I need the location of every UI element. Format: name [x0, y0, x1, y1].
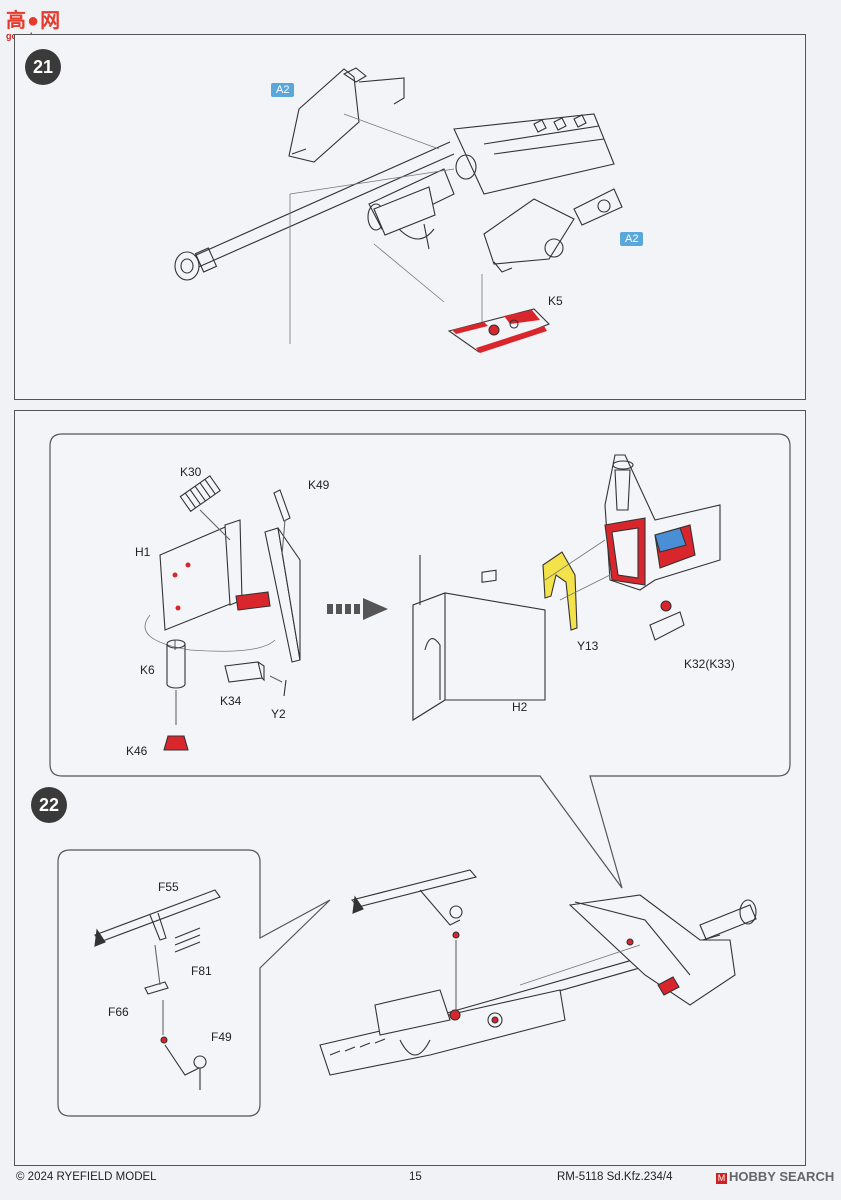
part-label-y2: Y2: [271, 707, 286, 721]
part-label-f49: F49: [211, 1030, 232, 1044]
part-label-f81: F81: [191, 964, 212, 978]
watermark-title: 高●网: [6, 10, 62, 32]
step-21-badge: 21: [25, 49, 61, 85]
part-label-h1: H1: [135, 545, 151, 559]
part-label-f66: F66: [108, 1005, 129, 1019]
part-label-k30: K30: [180, 465, 202, 479]
callout-a2-right: A2: [620, 232, 644, 246]
part-label-k49: K49: [308, 478, 330, 492]
part-label-k46: K46: [126, 744, 148, 758]
part-label-k6: K6: [140, 663, 155, 677]
hobby-search-logo-icon: M: [716, 1173, 727, 1184]
footer-product-code: RM-5118 Sd.Kfz.234/4: [557, 1171, 673, 1183]
part-label-f55: F55: [158, 880, 179, 894]
callout-a2-left: A2: [271, 83, 295, 97]
part-label-k32: K32(K33): [684, 657, 735, 671]
footer-copyright: © 2024 RYEFIELD MODEL: [16, 1171, 157, 1183]
hobby-search-text: HOBBY SEARCH: [729, 1169, 835, 1184]
step-21-illustration: [174, 67, 623, 353]
part-label-k5: K5: [548, 294, 563, 308]
part-label-y13: Y13: [577, 639, 599, 653]
part-label-h2: H2: [512, 700, 528, 714]
part-label-k34: K34: [220, 694, 242, 708]
step-22-badge: 22: [31, 787, 67, 823]
footer-page-number: 15: [409, 1171, 422, 1183]
